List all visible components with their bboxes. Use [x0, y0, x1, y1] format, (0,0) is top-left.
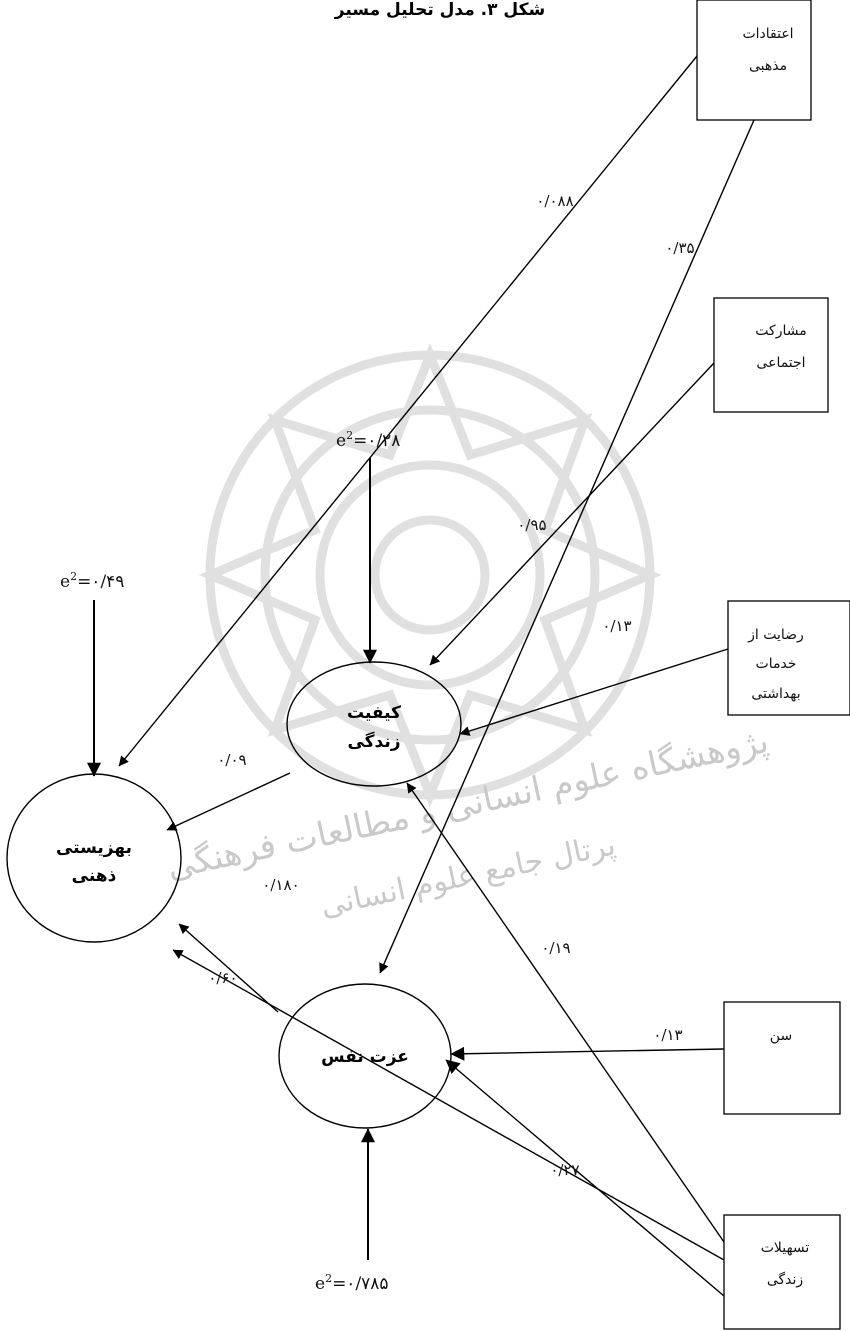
node-quality-of-life: کیفیت زندگی [286, 661, 462, 787]
coef-religious-to-wellbeing: ۰/۰۸۸ [536, 192, 573, 210]
coef-religious-to-selfesteem: ۰/۳۵ [665, 239, 694, 257]
error-selfesteem-value: =۰/۷۸۵ [332, 1274, 389, 1294]
coef-facilities-to-selfesteem: ۰/۲۷ [550, 1161, 579, 1179]
box-life-facilities-line-2: زندگی [767, 1271, 803, 1288]
box-life-facilities-line-1: تسهیلات [761, 1240, 810, 1256]
box-health-satisfaction-line-3: بهداشتی [751, 686, 800, 702]
error-selfesteem-exp: 2 [325, 1272, 332, 1285]
node-quality-of-life-line-1: کیفیت [347, 703, 401, 723]
node-mental-wellbeing-line-1: بهزیستی [56, 838, 132, 858]
node-mental-wellbeing-line-2: ذهنی [72, 866, 117, 886]
edge-religious-to-wellbeing [118, 55, 698, 767]
node-quality-of-life-line-2: زندگی [347, 731, 400, 752]
error-selfesteem-prefix: e [315, 1274, 325, 1294]
box-social-participation-line-1: مشارکت [755, 323, 806, 339]
box-social-participation-line-2: اجتماعی [756, 355, 805, 371]
coef-participation-to-quality: ۰/۹۵ [517, 516, 546, 534]
coef-quality-to-wellbeing: ۰/۰۹ [217, 751, 246, 769]
error-quality-label: e2=۰/۲۸ [336, 429, 400, 451]
edge-religious-to-selfesteem [379, 119, 755, 974]
coef-selfesteem-to-wellbeing: ۰/۶۰ [208, 969, 237, 987]
edge-quality-to-wellbeing [166, 772, 291, 831]
diagram-title: شکل ۳. مدل تحلیل مسیر [334, 0, 545, 20]
coefficients: ۰/۰۸۸ ۰/۳۵ ۰/۹۵ ۰/۱۳ ۰/۰۹ ۰/۱۸۰ ۰/۱۹ ۰/۶… [208, 192, 694, 1179]
edge-facilities-to-wellbeing [172, 949, 725, 1261]
box-health-satisfaction-line-1: رضایت از [747, 627, 804, 643]
error-wellbeing-exp: 2 [70, 570, 77, 583]
error-mental-wellbeing: e2=۰/۴۹ [60, 570, 124, 592]
box-religious-beliefs-line-1: اعتقادات [742, 26, 793, 42]
box-age: سن [723, 1001, 841, 1115]
edge-health-to-quality [459, 648, 729, 736]
box-religious-beliefs-line-2: مذهبی [749, 58, 787, 74]
coef-facilities-to-quality: ۰/۱۹ [541, 939, 570, 957]
edges [87, 55, 755, 1297]
box-age-label: سن [770, 1028, 792, 1044]
error-quality-value: =۰/۲۸ [353, 431, 400, 451]
error-quality-of-life: e2=۰/۲۸ [336, 429, 400, 451]
watermark-emblem [198, 342, 662, 808]
node-self-esteem-label: عزت نفس [321, 1047, 409, 1067]
error-wellbeing-prefix: e [60, 572, 70, 592]
box-life-facilities: تسهیلات زندگی [723, 1214, 841, 1330]
edge-facilities-to-quality [406, 782, 725, 1243]
error-selfesteem-label: e2=۰/۷۸۵ [315, 1272, 389, 1294]
edge-age-to-selfesteem [450, 1046, 725, 1061]
node-mental-wellbeing: بهزیستی ذهنی [6, 773, 182, 943]
coef-health-to-quality: ۰/۱۳ [602, 617, 631, 635]
box-health-service-satisfaction: رضایت از خدمات بهداشتی [727, 600, 850, 716]
coef-facilities-to-wellbeing: ۰/۱۸۰ [262, 876, 299, 894]
edge-participation-to-quality [429, 362, 715, 666]
error-self-esteem: e2=۰/۷۸۵ [315, 1272, 389, 1294]
error-quality-exp: 2 [346, 429, 353, 442]
edge-selfesteem-to-wellbeing [178, 923, 279, 1013]
error-wellbeing-value: =۰/۴۹ [77, 572, 124, 592]
box-health-satisfaction-line-2: خدمات [756, 656, 797, 672]
coef-age-to-selfesteem: ۰/۱۳ [653, 1026, 682, 1044]
watermark-text: پژوهشگاه علوم انسانی و مطالعات فرهنگی پر… [163, 721, 772, 924]
node-self-esteem: عزت نفس [278, 983, 452, 1129]
error-quality-prefix: e [336, 431, 346, 451]
error-wellbeing-label: e2=۰/۴۹ [60, 570, 124, 592]
box-social-participation: مشارکت اجتماعی [713, 297, 829, 413]
box-religious-beliefs: اعتقادات مذهبی [696, 0, 812, 121]
edge-facilities-to-selfesteem [445, 1059, 725, 1297]
